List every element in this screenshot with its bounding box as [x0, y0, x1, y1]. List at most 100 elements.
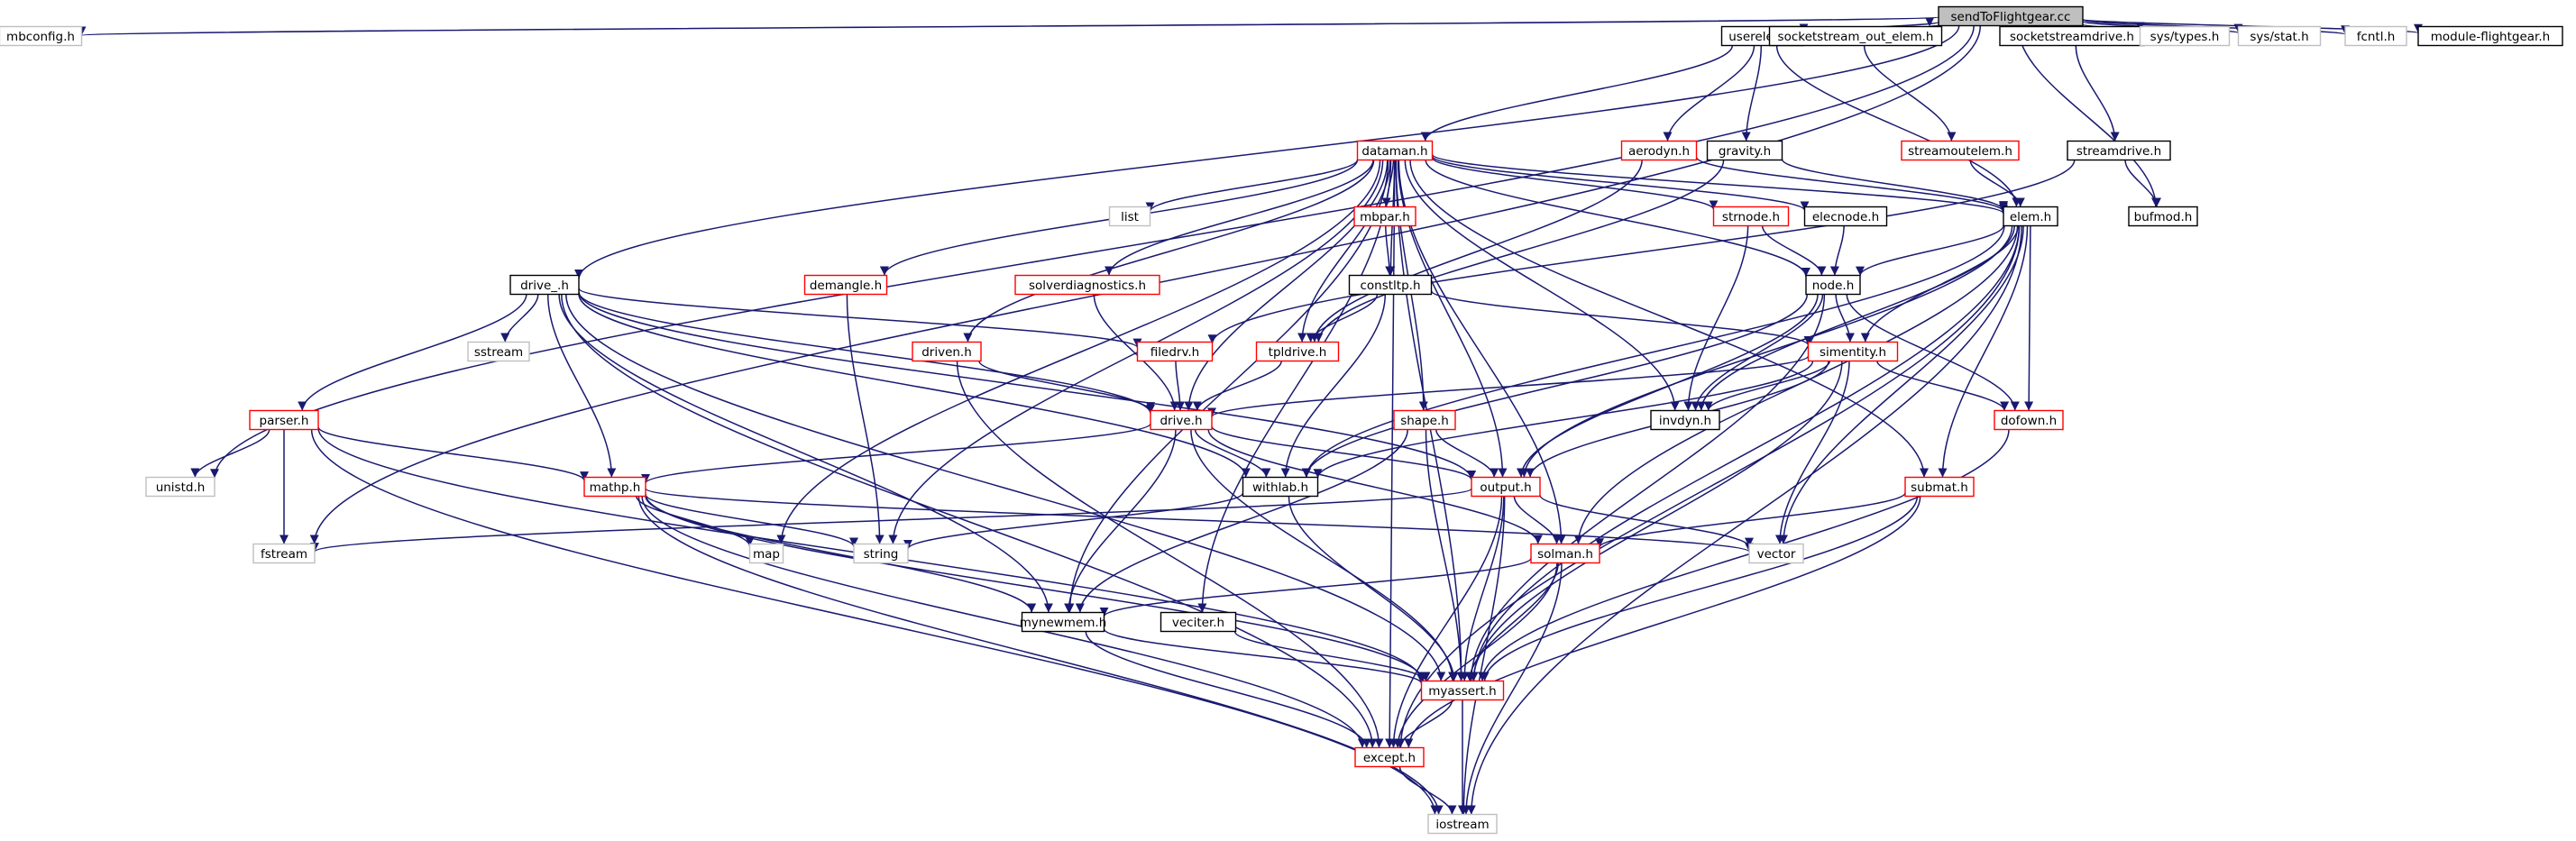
- edge-veciter-h-to-myassert-h: [1233, 631, 1431, 681]
- node-label: solman.h: [1537, 547, 1593, 562]
- graph-node-streamdrive-h[interactable]: streamdrive.h: [2067, 140, 2171, 161]
- node-box: [2003, 206, 2058, 227]
- edge-output-h-to-myassert-h: [1460, 496, 1505, 681]
- graph-node-aerodyn-h[interactable]: aerodyn.h: [1620, 140, 1698, 161]
- graph-node-mbpar-h[interactable]: mbpar.h: [1353, 206, 1416, 227]
- graph-node-parser-h[interactable]: parser.h: [249, 409, 319, 431]
- graph-node-fstream: fstream: [252, 543, 316, 564]
- graph-node-solverdiagnostics-h[interactable]: solverdiagnostics.h: [1014, 274, 1160, 296]
- graph-node-except-h[interactable]: except.h: [1354, 746, 1425, 768]
- edge-node-h-to-withlab-h: [1301, 294, 1809, 478]
- graph-node-demangle-h[interactable]: demangle.h: [803, 274, 888, 296]
- edge-socketstream-out-elem-h-to-streamoutelem-h: [1863, 45, 1957, 142]
- graph-node-veciter-h[interactable]: veciter.h: [1160, 611, 1237, 633]
- edge-dataman-h-to-map: [776, 160, 1381, 544]
- edge-drive--h-to-drive-h: [578, 291, 1155, 414]
- edge-solman-h-to-except-h: [1393, 562, 1558, 748]
- graph-node-mynewmem-h[interactable]: mynewmem.h: [1020, 611, 1107, 633]
- graph-node-drive-h[interactable]: drive.h: [1150, 409, 1213, 431]
- graph-node-gravity-h[interactable]: gravity.h: [1706, 140, 1783, 161]
- edge-mathp-h-to-string: [645, 494, 858, 547]
- edge-mbpar-h-to-constltp-h: [1385, 225, 1395, 276]
- node-label: output.h: [1480, 480, 1531, 495]
- edge-dataman-h-to-elecnode-h: [1431, 155, 1810, 212]
- graph-node-constltp-h[interactable]: constltp.h: [1348, 274, 1433, 296]
- node-label: mynewmem.h: [1020, 616, 1107, 630]
- edge-elem-h-to-dofown-h: [2024, 225, 2034, 411]
- graph-node-sendToFlightgear-cc[interactable]: sendToFlightgear.cc: [1938, 5, 2084, 27]
- graph-node-dofown-h[interactable]: dofown.h: [1994, 409, 2064, 431]
- node-box: [467, 341, 530, 362]
- edge-node-h-to-dofown-h: [1846, 294, 2020, 411]
- node-label: mbpar.h: [1360, 210, 1410, 224]
- node-box: [1904, 476, 1975, 498]
- graph-node-socketstreamdrive-h[interactable]: socketstreamdrive.h: [1999, 25, 2145, 47]
- edge-drive--h-to-output-h: [578, 291, 1476, 480]
- edge-simentity-h-to-invdyn-h: [1703, 361, 1831, 411]
- graph-node-strnode-h[interactable]: strnode.h: [1712, 206, 1790, 227]
- edge-driven-h-to-except-h: [956, 361, 1384, 748]
- graph-node-module-flightgear-h[interactable]: module-flightgear.h: [2417, 25, 2563, 47]
- graph-node-filedrv-h[interactable]: filedrv.h: [1136, 341, 1214, 362]
- edge-sendToFlightgear-cc-to-bufmod-h: [2017, 25, 2160, 207]
- graph-node-solman-h[interactable]: solman.h: [1530, 543, 1600, 564]
- edge-dataman-h-to-strnode-h: [1431, 157, 1719, 210]
- node-box: [1356, 140, 1434, 161]
- graph-node-unistd-h: unistd.h: [145, 476, 215, 498]
- edge-drive--h-to-mynewmem-h: [558, 294, 1053, 613]
- node-box: [1160, 611, 1237, 633]
- edge-simentity-h-to-myassert-h: [1469, 361, 1843, 681]
- node-label: invdyn.h: [1659, 414, 1711, 428]
- node-box: [1994, 409, 2064, 431]
- edge-tpldrive-h-to-drive-h: [1192, 361, 1282, 411]
- node-label: filedrv.h: [1150, 345, 1199, 360]
- edge-aerodyn-h-to-tpldrive-h: [1309, 160, 1643, 343]
- graph-node-node-h[interactable]: node.h: [1805, 274, 1861, 296]
- edge-mynewmem-h-to-myassert-h: [1103, 628, 1426, 684]
- graph-node-output-h[interactable]: output.h: [1471, 476, 1541, 498]
- node-box: [1620, 140, 1698, 161]
- edge-drive--h-to-parser-h: [298, 294, 527, 411]
- graph-node-submat-h[interactable]: submat.h: [1904, 476, 1975, 498]
- edge-mathp-h-to-vector: [645, 488, 1754, 553]
- graph-node-dataman-h[interactable]: dataman.h: [1356, 140, 1434, 161]
- edge-elem-h-to-output-h: [1519, 225, 2013, 478]
- node-label: except.h: [1363, 751, 1416, 765]
- edge-mathp-h-to-mynewmem-h: [645, 496, 1037, 613]
- graph-node-elem-h[interactable]: elem.h: [2003, 206, 2058, 227]
- graph-node-streamoutelem-h[interactable]: streamoutelem.h: [1901, 140, 2020, 161]
- graph-node-elecnode-h[interactable]: elecnode.h: [1803, 206, 1888, 227]
- edge-mathp-h-to-except-h: [641, 496, 1367, 748]
- graph-node-drive--h[interactable]: drive_.h: [509, 274, 580, 296]
- edge-elem-h-to-withlab-h: [1302, 225, 2005, 478]
- node-box: [2139, 25, 2231, 47]
- graph-node-mathp-h[interactable]: mathp.h: [583, 476, 646, 498]
- edge-solverdiagnostics-h-to-drive-h: [1093, 294, 1179, 411]
- graph-node-simentity-h[interactable]: simentity.h: [1807, 341, 1899, 362]
- edge-constltp-h-to-withlab-h: [1280, 294, 1387, 478]
- node-box: [1150, 409, 1213, 431]
- node-box: [1108, 206, 1151, 227]
- node-label: parser.h: [260, 414, 309, 428]
- graph-node-myassert-h[interactable]: myassert.h: [1420, 680, 1505, 701]
- graph-node-withlab-h[interactable]: withlab.h: [1242, 476, 1319, 498]
- graph-node-invdyn-h[interactable]: invdyn.h: [1650, 409, 1720, 431]
- node-box: [249, 409, 319, 431]
- node-box: [1471, 476, 1541, 498]
- graph-node-tpldrive-h[interactable]: tpldrive.h: [1255, 341, 1340, 362]
- node-label: node.h: [1812, 279, 1855, 293]
- graph-node-vector: vector: [1748, 543, 1804, 564]
- graph-node-fcntl-h: fcntl.h: [2344, 25, 2407, 47]
- graph-node-map: map: [748, 543, 784, 564]
- node-label: streamdrive.h: [2076, 144, 2161, 159]
- graph-node-socketstream-out-elem-h[interactable]: socketstream_out_elem.h: [1768, 25, 1943, 47]
- edge-dataman-h-to-invdyn-h: [1404, 160, 1680, 411]
- edge-drive-h-to-output-h: [1211, 425, 1476, 480]
- edge-sendToFlightgear-cc-to-mbconfig-h: [79, 16, 1939, 37]
- graph-node-shape-h[interactable]: shape.h: [1393, 409, 1456, 431]
- graph-node-driven-h[interactable]: driven.h: [912, 341, 982, 362]
- graph-node-bufmod-h[interactable]: bufmod.h: [2128, 206, 2198, 227]
- node-label: dofown.h: [2001, 414, 2057, 428]
- node-box: [853, 543, 909, 564]
